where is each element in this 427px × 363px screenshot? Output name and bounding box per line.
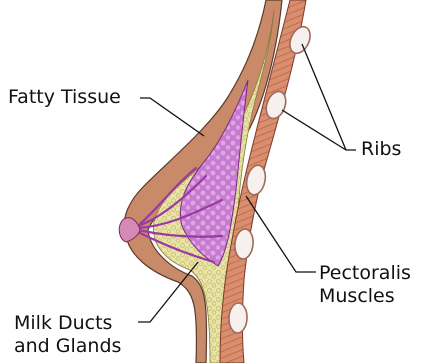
fatty-tissue-text: Fatty Tissue: [8, 86, 121, 108]
rib-5: [228, 303, 247, 334]
ribs-text: Ribs: [361, 138, 401, 160]
milk-ducts-line2: and Glands: [14, 335, 121, 358]
pectoralis-muscles-label: Pectoralis Muscles: [319, 262, 411, 308]
pectoralis-line2: Muscles: [319, 285, 411, 308]
ribs-label: Ribs: [361, 138, 401, 161]
milk-ducts-line1: Milk Ducts: [14, 312, 121, 335]
fatty-tissue-label: Fatty Tissue: [8, 86, 121, 109]
pectoralis-leader: [246, 196, 316, 272]
milk-ducts-and-glands-label: Milk Ducts and Glands: [14, 312, 121, 358]
pectoralis-line1: Pectoralis: [319, 262, 411, 285]
ribs-leader-upper: [302, 44, 356, 150]
ribs-leader-lower: [282, 110, 346, 150]
fatty-tissue-leader: [140, 98, 204, 136]
